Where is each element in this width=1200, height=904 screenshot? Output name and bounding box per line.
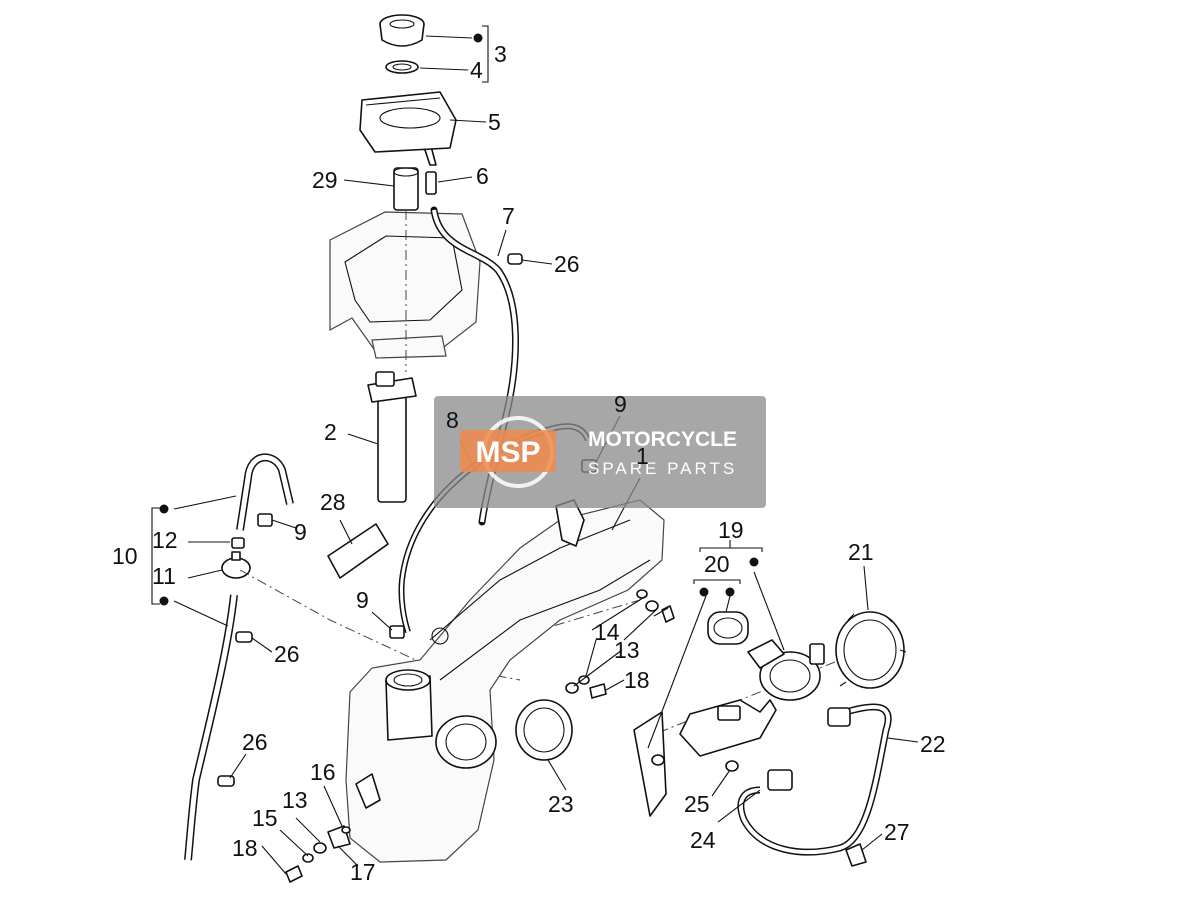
callout-2: 2 bbox=[324, 419, 337, 445]
callout-11: 11 bbox=[152, 563, 176, 589]
callout-20: 20 bbox=[704, 551, 730, 577]
upper-housing bbox=[329, 211, 481, 359]
callout-14: 14 bbox=[594, 619, 620, 645]
callout-26-top: 26 bbox=[554, 251, 580, 277]
callout-9-top: 9 bbox=[614, 391, 627, 417]
callout-12: 12 bbox=[152, 527, 178, 553]
callout-8: 8 bbox=[446, 407, 459, 433]
washer bbox=[645, 600, 659, 612]
callout-19: 19 bbox=[718, 517, 744, 543]
callout-27: 27 bbox=[884, 819, 910, 845]
callout-5: 5 bbox=[488, 109, 501, 135]
fuel-filter-valve bbox=[221, 551, 251, 579]
callout-21: 21 bbox=[848, 539, 874, 565]
watermark-logo: MSP bbox=[475, 436, 540, 469]
lock-ring bbox=[835, 611, 907, 689]
callout-9-mid: 9 bbox=[356, 587, 369, 613]
callout-3: 3 bbox=[494, 41, 507, 67]
callout-4: 4 bbox=[470, 57, 483, 83]
bolt-9-mid bbox=[389, 625, 405, 639]
callout-26-left: 26 bbox=[274, 641, 300, 667]
drain-hose-lower-inner bbox=[185, 594, 237, 861]
callout-7: 7 bbox=[502, 203, 515, 229]
washer bbox=[313, 842, 327, 854]
filler-neck-tray bbox=[359, 91, 457, 166]
drain-hose-upper-inner bbox=[237, 454, 293, 531]
callout-17: 17 bbox=[350, 859, 376, 885]
quick-connector bbox=[827, 707, 851, 727]
bullet-dots bbox=[159, 33, 759, 606]
watermark-title: MOTORCYCLE bbox=[588, 428, 737, 451]
fuel-pump-filter bbox=[707, 611, 749, 645]
bolt-9-left bbox=[257, 513, 273, 527]
callout-13-right: 13 bbox=[614, 637, 640, 663]
pump-gasket-sheet bbox=[633, 711, 667, 817]
pump-ring-seal bbox=[515, 699, 573, 761]
fuel-delivery-line-inner bbox=[738, 704, 891, 855]
warning-label bbox=[327, 523, 389, 579]
hose-clamp bbox=[235, 631, 253, 643]
fuel-tank bbox=[345, 499, 665, 863]
callout-29: 29 bbox=[312, 167, 338, 193]
fuel-level-sender bbox=[367, 371, 417, 503]
callout-18-left: 18 bbox=[232, 835, 258, 861]
callout-numbers: 1 2 3 4 5 6 7 8 9 9 9 10 11 12 13 13 14 … bbox=[112, 41, 946, 885]
clip-27 bbox=[845, 843, 867, 867]
cap-seal bbox=[385, 60, 419, 74]
watermark-subtitle: SPARE PARTS bbox=[588, 459, 737, 478]
leader-lines bbox=[151, 25, 919, 875]
callout-26-low: 26 bbox=[242, 729, 268, 755]
callout-24: 24 bbox=[690, 827, 716, 853]
callout-10: 10 bbox=[112, 543, 138, 569]
clip-25 bbox=[725, 760, 739, 772]
washer bbox=[578, 675, 590, 685]
callout-28: 28 bbox=[320, 489, 346, 515]
hose-connector bbox=[231, 537, 245, 549]
fuel-pump-assembly bbox=[747, 639, 825, 701]
fuel-cap bbox=[379, 14, 425, 47]
callout-16: 16 bbox=[310, 759, 336, 785]
callout-23: 23 bbox=[548, 791, 574, 817]
callout-13-left: 13 bbox=[282, 787, 308, 813]
callout-22: 22 bbox=[920, 731, 946, 757]
breather-fitting bbox=[425, 171, 437, 195]
bolt bbox=[589, 683, 607, 699]
hose-clamp bbox=[507, 253, 523, 265]
quick-connector bbox=[767, 769, 793, 791]
callout-18-right: 18 bbox=[624, 667, 650, 693]
callout-9-left: 9 bbox=[294, 519, 307, 545]
callout-6: 6 bbox=[476, 163, 489, 189]
callout-25: 25 bbox=[684, 791, 710, 817]
bolt bbox=[285, 865, 303, 883]
watermark: MSP MOTORCYCLE SPARE PARTS bbox=[434, 396, 766, 508]
washer bbox=[341, 826, 351, 834]
hose-clamp bbox=[217, 775, 235, 787]
washer bbox=[302, 853, 314, 863]
fuel-pump-motor bbox=[679, 699, 777, 757]
callout-1: 1 bbox=[636, 443, 649, 469]
filler-tube bbox=[393, 167, 419, 211]
callout-15: 15 bbox=[252, 805, 278, 831]
